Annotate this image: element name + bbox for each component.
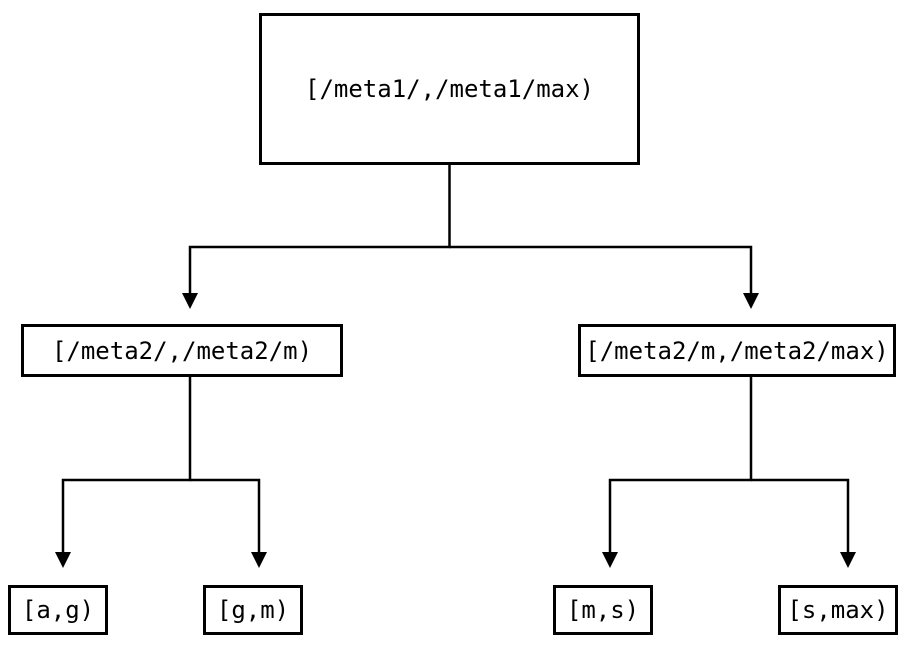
arrowhead-down-icon xyxy=(251,552,267,568)
node-leaf-range-ms: [m,s) xyxy=(553,585,653,635)
arrowhead-down-icon xyxy=(602,552,618,568)
edge-root-right xyxy=(449,245,759,309)
node-leaf-range-ag: [a,g) xyxy=(8,585,108,635)
node-left-subrange: [/meta2/,/meta2/m) xyxy=(21,324,343,377)
arrowhead-down-icon xyxy=(55,552,71,568)
edge-root-left xyxy=(182,164,451,309)
node-leaf-range-smax: [s,max) xyxy=(778,585,898,635)
edge-right-leaf-smax xyxy=(751,478,856,568)
node-leaf-range-gm: [g,m) xyxy=(203,585,303,635)
edge-right-leaf-ms xyxy=(602,377,753,568)
node-root-range: [/meta1/,/meta1/max) xyxy=(259,13,640,165)
edge-left-leaf-ag xyxy=(55,377,192,568)
arrowhead-down-icon xyxy=(743,293,759,309)
arrowhead-down-icon xyxy=(840,552,856,568)
edge-left-leaf-gm xyxy=(190,478,267,568)
arrowhead-down-icon xyxy=(182,293,198,309)
node-right-subrange: [/meta2/m,/meta2/max) xyxy=(578,324,896,377)
